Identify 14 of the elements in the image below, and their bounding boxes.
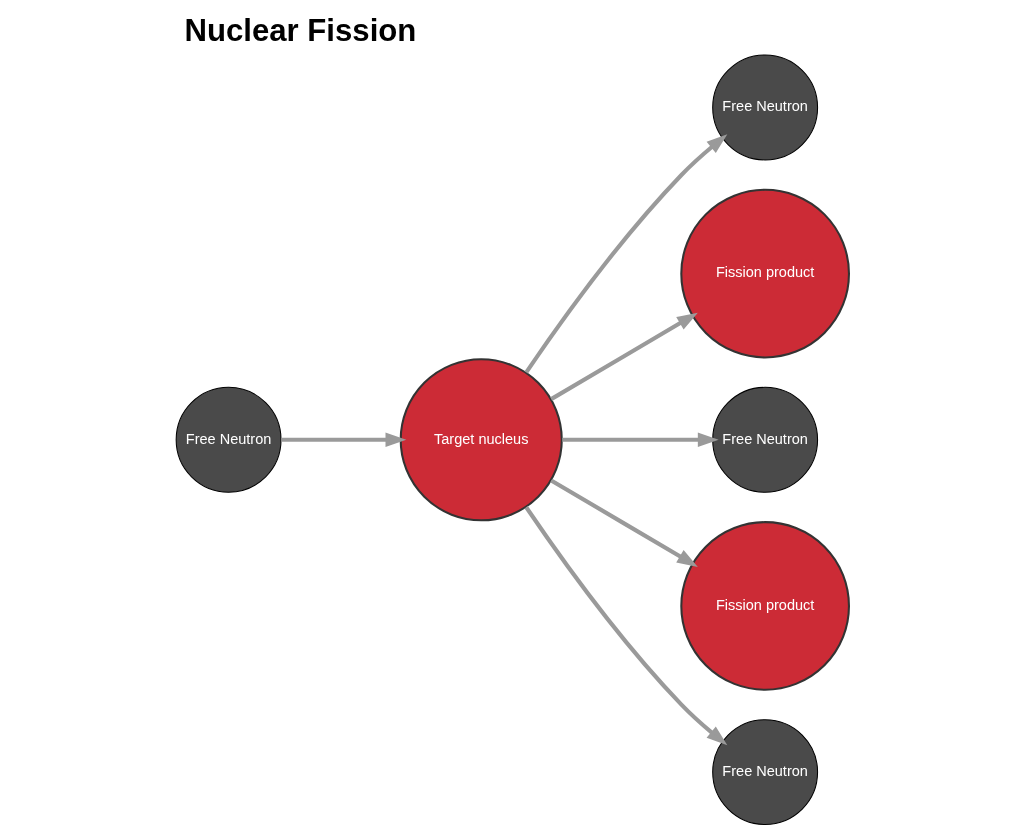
node-circle: Free Neutron: [175, 386, 282, 493]
arrow: [280, 432, 406, 448]
node-circle: Free Neutron: [711, 719, 818, 826]
node-circle: Target nucleus: [399, 358, 563, 522]
arrow: [524, 134, 727, 374]
arrow: [549, 478, 698, 567]
diagram-title: Nuclear Fission: [183, 12, 416, 48]
arrow: [549, 312, 698, 401]
node-circle: Fission product: [679, 521, 850, 691]
node-circle: Free Neutron: [711, 54, 818, 161]
arrow: [561, 432, 719, 448]
node-circle: Free Neutron: [711, 386, 818, 493]
node-circle: Fission product: [679, 188, 850, 359]
arrow: [524, 506, 727, 746]
